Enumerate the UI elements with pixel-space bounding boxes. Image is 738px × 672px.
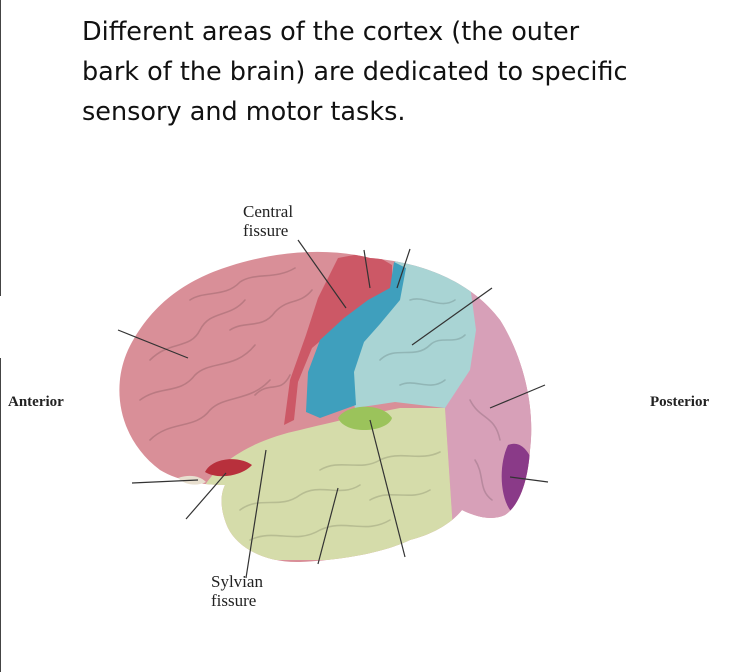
leader-olfactory <box>185 472 227 520</box>
olfactory-bulb <box>205 459 252 477</box>
heading-line-2: bark of the brain) are dedicated to spec… <box>82 57 628 87</box>
slide-heading: Different areas of the cortex (the outer… <box>82 12 702 132</box>
primary-motor-cortex <box>284 252 392 425</box>
primary-somatosensory-cortex <box>306 262 406 418</box>
leader-parietal <box>411 287 493 346</box>
leader-temporal <box>317 487 339 565</box>
posterior-label: Posterior <box>650 394 710 410</box>
left-edge-rule-top <box>0 0 1 296</box>
leader-frontal <box>117 329 189 359</box>
temporal-lobe <box>200 408 455 560</box>
leader-visual <box>509 476 549 483</box>
leader-sylvian-fissure <box>245 449 267 579</box>
primary-auditory-cortex <box>338 406 392 431</box>
leader-somatosensory <box>396 248 411 289</box>
leader-motor <box>363 249 371 289</box>
parietal-lobe <box>345 260 476 408</box>
heading-line-1: Different areas of the cortex (the outer <box>82 17 580 47</box>
gyri-texture <box>139 267 501 541</box>
leader-occipital <box>489 384 546 409</box>
leader-lines <box>117 239 549 579</box>
heading-line-3: sensory and motor tasks. <box>82 97 406 127</box>
leader-central-fissure <box>297 239 347 309</box>
anterior-label: Anterior <box>8 394 64 410</box>
central-fissure-label: Central fissure <box>243 202 294 240</box>
sylvian-fissure-label: Sylvian fissure <box>211 572 263 610</box>
leader-auditory <box>369 419 406 558</box>
leader-olfactory-bulb <box>131 479 199 484</box>
left-edge-rule-bottom <box>0 358 1 672</box>
